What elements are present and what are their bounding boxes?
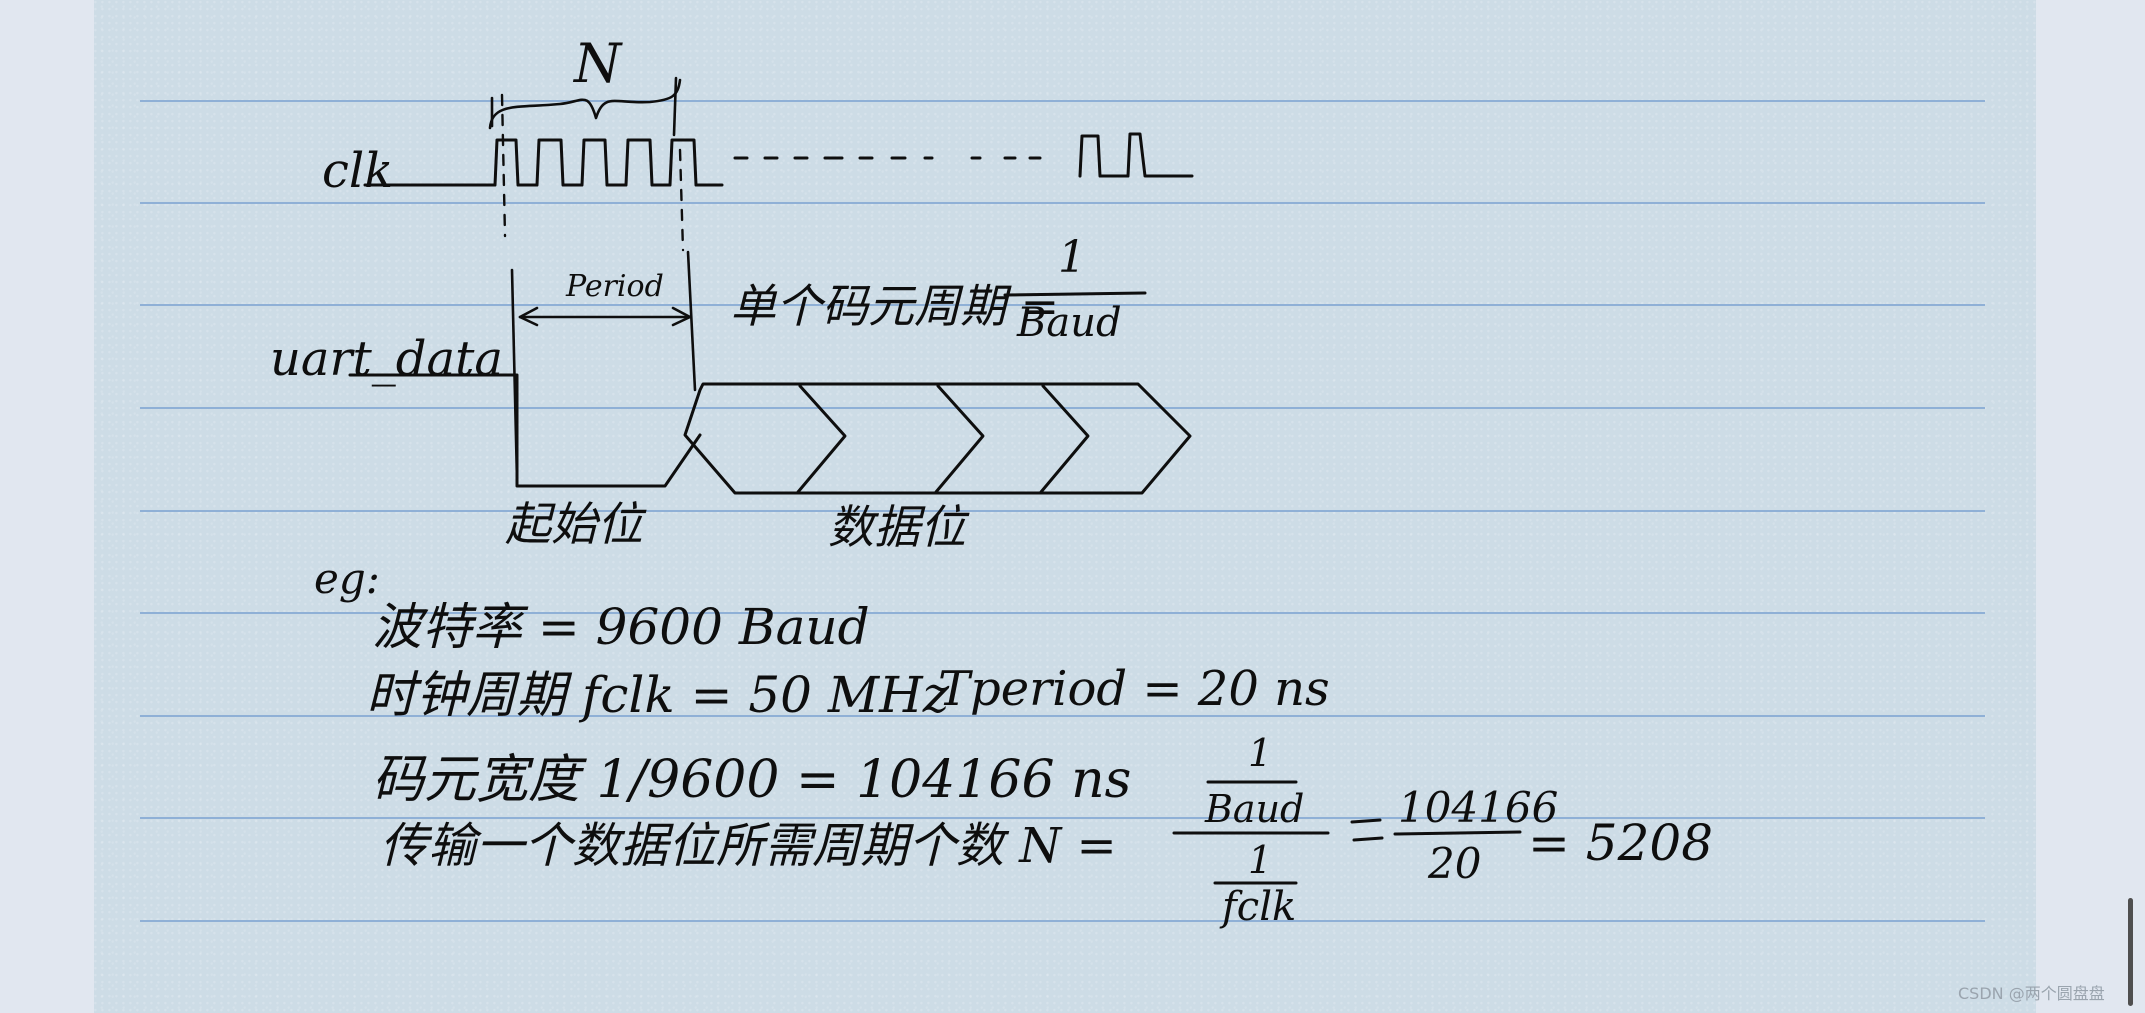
ruled-line xyxy=(140,612,1985,614)
ruled-line xyxy=(140,304,1985,306)
ruled-line xyxy=(140,202,1985,204)
fraction-top-denominator: Baud xyxy=(1204,787,1304,831)
uart-data-label: uart_data xyxy=(270,331,503,387)
notebook-page xyxy=(94,0,2036,1013)
ratio-denominator: 20 xyxy=(1427,839,1481,888)
data-bits-label: 数据位 xyxy=(828,500,970,554)
start-bit-label: 起始位 xyxy=(505,497,647,551)
ratio-numerator: 104166 xyxy=(1398,783,1558,832)
ruled-line xyxy=(140,715,1985,717)
clk-label: clk xyxy=(322,143,393,199)
ruled-line xyxy=(140,920,1985,922)
t-period-text: Tperiod = 20 ns xyxy=(938,661,1330,717)
fraction-top-numerator: 1 xyxy=(1248,731,1272,775)
single-bit-period-label: 单个码元周期 = xyxy=(730,279,1059,333)
ruled-line xyxy=(140,100,1985,102)
formula-fraction-bar xyxy=(1003,291,1147,297)
formula-denominator: Baud xyxy=(1016,300,1122,346)
result-value: = 5208 xyxy=(1528,814,1713,872)
uart-waveform xyxy=(348,250,1192,495)
ruled-line xyxy=(140,817,1985,819)
ratio-bar xyxy=(1393,830,1522,836)
formula-numerator: 1 xyxy=(1058,232,1086,283)
period-label: Period xyxy=(565,269,664,304)
clk-waveform xyxy=(363,132,1194,187)
cycle-count-brace xyxy=(488,76,682,137)
baud-rate-line: 波特率 = 9600 Baud xyxy=(372,598,870,656)
ruled-line xyxy=(140,510,1985,512)
period-arrow xyxy=(518,306,692,327)
clock-freq-line: 时钟周期 fclk = 50 MHz xyxy=(366,666,950,724)
bit-width-line: 码元宽度 1/9600 = 104166 ns xyxy=(372,750,1131,810)
fraction-bottom-numerator: 1 xyxy=(1248,838,1272,882)
watermark-text: CSDN @两个圆盘盘 xyxy=(1958,984,2105,1003)
fraction-bottom-denominator: fclk xyxy=(1219,884,1296,930)
equals-sign xyxy=(1350,818,1384,842)
scrollbar-thumb[interactable] xyxy=(2128,898,2133,1006)
cycles-n-label: N xyxy=(572,32,623,95)
compound-fraction xyxy=(1172,780,1330,885)
dashed-guides xyxy=(500,93,685,252)
example-heading: eg: xyxy=(314,554,380,603)
cycles-formula-label: 传输一个数据位所需周期个数 N = xyxy=(380,818,1117,874)
